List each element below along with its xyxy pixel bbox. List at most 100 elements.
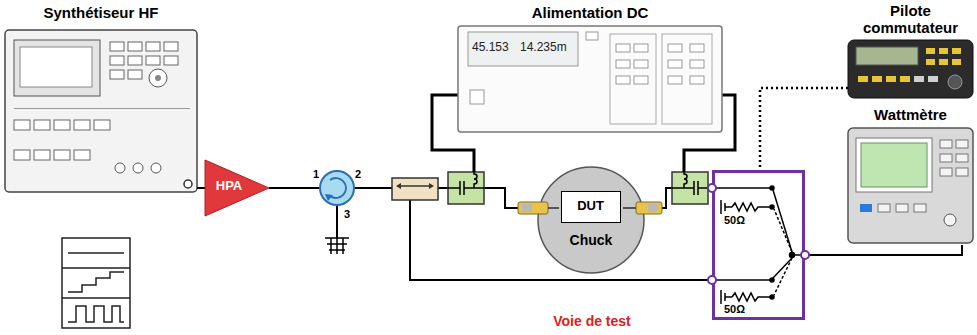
power-supply-panel xyxy=(586,32,598,40)
amplifier-triangle: HPA xyxy=(205,160,269,216)
signal-generator-panel xyxy=(14,150,30,160)
coupler-symbol xyxy=(429,183,434,189)
rf-cable xyxy=(805,245,962,255)
switch-driver-panel xyxy=(856,47,918,65)
signal-generator-panel xyxy=(110,56,124,65)
coupler-symbol xyxy=(392,178,438,200)
bias-tee-symbol xyxy=(684,172,687,188)
signal-generator-panel xyxy=(128,56,142,65)
signal-generator-panel xyxy=(133,163,143,173)
signal-generator-panel xyxy=(151,163,161,173)
display-value: 14.235m xyxy=(520,41,574,55)
amplifier-label: HPA xyxy=(207,179,251,194)
switch-driver: Pilote commutateur xyxy=(848,2,973,100)
power-supply-panel xyxy=(690,60,704,68)
signal-generator-panel xyxy=(14,120,30,130)
signal-generator-panel xyxy=(146,56,160,65)
signal-generator-panel xyxy=(34,120,50,130)
display-value: 45.153 xyxy=(472,41,518,55)
switch-internals xyxy=(716,279,770,281)
signal-generator-panel xyxy=(54,150,70,160)
port-number: 3 xyxy=(342,208,352,221)
rf-wire xyxy=(336,205,338,238)
power-supply: Alimentation DC45.15314.235m xyxy=(458,4,722,134)
instrument-label: Wattmètre xyxy=(848,106,973,123)
circulator-symbol xyxy=(325,194,333,201)
bias-tee-symbol xyxy=(694,181,698,195)
signal-generator-panel xyxy=(184,180,192,188)
power-supply-panel xyxy=(634,76,648,84)
signal-generator-panel xyxy=(115,163,125,173)
switch-driver-panel xyxy=(926,59,935,65)
power-meter-panel xyxy=(956,154,968,162)
circulator-symbol xyxy=(320,171,354,205)
signal-generator-panel xyxy=(34,150,50,160)
power-supply-panel xyxy=(616,44,630,52)
power-meter-panel xyxy=(940,154,952,162)
switch-driver-panel xyxy=(939,48,948,54)
rf-wire xyxy=(354,187,392,189)
switch-driver-panel xyxy=(848,40,973,98)
power-meter-panel xyxy=(956,168,968,176)
wafer-chuck: ChuckDUT xyxy=(537,166,645,274)
switch-driver-panel xyxy=(858,76,868,82)
signal-generator-panel xyxy=(128,70,142,79)
waveform-icon xyxy=(68,272,124,292)
coupler-symbol xyxy=(398,185,432,187)
control-link xyxy=(760,88,848,170)
device-label: DUT xyxy=(562,199,619,214)
signal-generator-panel xyxy=(20,47,92,87)
resistor-value: 50Ω xyxy=(724,303,764,316)
switch-driver-panel xyxy=(928,76,938,82)
power-supply-panel xyxy=(634,60,648,68)
signal-generator-panel xyxy=(155,75,161,81)
signal-generator-panel xyxy=(5,30,197,192)
rf-probe xyxy=(522,204,532,212)
switch-driver-panel xyxy=(952,48,961,54)
signal-generator-panel xyxy=(164,42,178,51)
signal-generator-panel xyxy=(54,120,70,130)
power-meter-panel xyxy=(856,138,932,192)
bias-tee-symbol xyxy=(474,172,477,188)
rf-probe xyxy=(648,204,658,212)
circulator-symbol xyxy=(320,171,354,205)
waveform-icon xyxy=(68,306,124,322)
power-supply-panel xyxy=(616,60,630,68)
switch-internals xyxy=(716,187,770,189)
power-supply-panel xyxy=(470,90,484,104)
rf-wire xyxy=(662,188,672,208)
coupler-symbol xyxy=(392,178,438,200)
switch-driver-panel xyxy=(948,75,962,89)
switch-driver-panel xyxy=(926,48,935,54)
coupler-symbol xyxy=(396,183,401,189)
matched-load-symbol xyxy=(325,238,349,254)
power-meter-panel xyxy=(878,204,890,212)
power-supply-panel xyxy=(458,26,722,132)
switch-internals xyxy=(721,200,732,214)
power-supply-panel xyxy=(668,60,682,68)
power-supply-panel xyxy=(668,44,682,52)
rf-cable xyxy=(197,187,205,189)
power-supply-panel xyxy=(634,44,648,52)
power-meter-panel xyxy=(848,128,973,243)
switch-internals xyxy=(773,190,792,252)
power-meter-panel xyxy=(914,204,926,212)
signal-generator-panel xyxy=(149,69,167,87)
resistor-value: 50Ω xyxy=(724,214,764,227)
switch-driver-panel xyxy=(886,76,896,82)
power-meter-panel xyxy=(940,168,952,176)
switch-internals xyxy=(770,295,774,299)
power-supply-panel xyxy=(690,44,704,52)
power-meter-panel xyxy=(896,204,908,212)
power-meter-panel xyxy=(860,204,872,212)
switch-internals xyxy=(721,290,732,304)
switch-internals xyxy=(732,203,770,211)
power-supply-panel xyxy=(458,26,722,132)
power-supply-panel xyxy=(690,76,704,84)
waveform-icon xyxy=(62,268,130,298)
signal-generator-panel xyxy=(74,150,90,160)
switch-internals xyxy=(774,258,792,295)
waveform-icon xyxy=(62,238,130,328)
power-meter: Wattmètre xyxy=(848,106,973,245)
